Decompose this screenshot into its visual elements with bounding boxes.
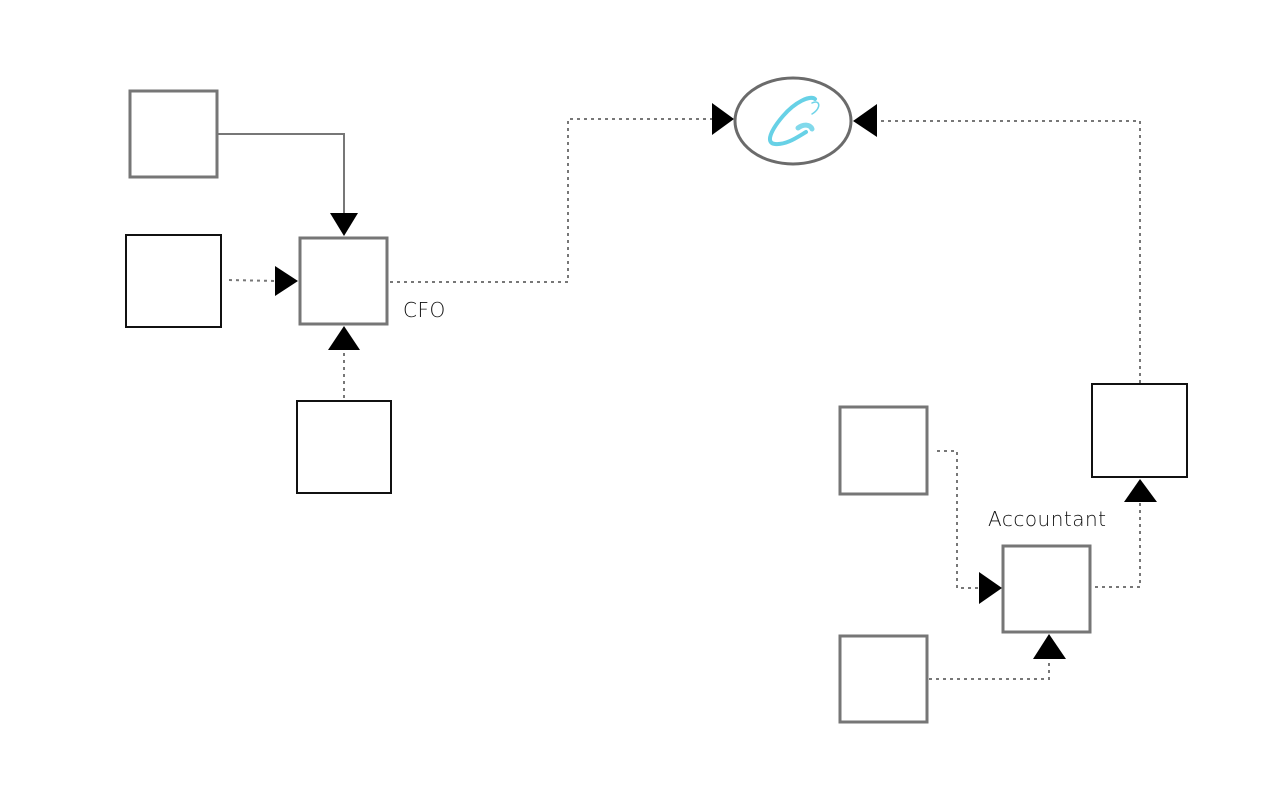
arrow-left-icon (853, 104, 877, 137)
box-mid-left[interactable] (125, 234, 222, 328)
logo-swirl-icon (767, 96, 820, 147)
arrow-up-icon (1033, 634, 1066, 659)
box-top-left[interactable] (128, 89, 219, 179)
box-below-cfo[interactable] (296, 400, 392, 494)
central-node[interactable] (733, 76, 853, 166)
box-cfo[interactable] (298, 236, 389, 326)
connector-topleft-to-cfo (218, 133, 345, 214)
connector-midleft-to-cfo (228, 279, 277, 282)
cfo-label: CFO (403, 298, 446, 322)
accountant-label: Accountant (988, 507, 1107, 531)
arrow-up-icon (1124, 479, 1157, 502)
box-right-mid[interactable] (838, 405, 929, 496)
connector-accountant-to-rightupper (1095, 502, 1141, 588)
connector-rightupper-to-central (878, 120, 1141, 383)
arrow-right-icon (979, 572, 1002, 604)
arrow-down-icon (330, 213, 358, 236)
connector-cfo-to-central (390, 118, 712, 283)
arrow-right-icon (712, 103, 734, 135)
arrow-right-icon (275, 266, 298, 296)
box-right-bottom[interactable] (838, 634, 929, 724)
connector-rightmid-to-accountant (937, 450, 980, 589)
box-accountant[interactable] (1001, 544, 1092, 634)
connector-rightbottom-to-accountant (929, 658, 1050, 680)
arrow-up-icon (328, 326, 360, 350)
box-right-upper[interactable] (1091, 383, 1188, 478)
